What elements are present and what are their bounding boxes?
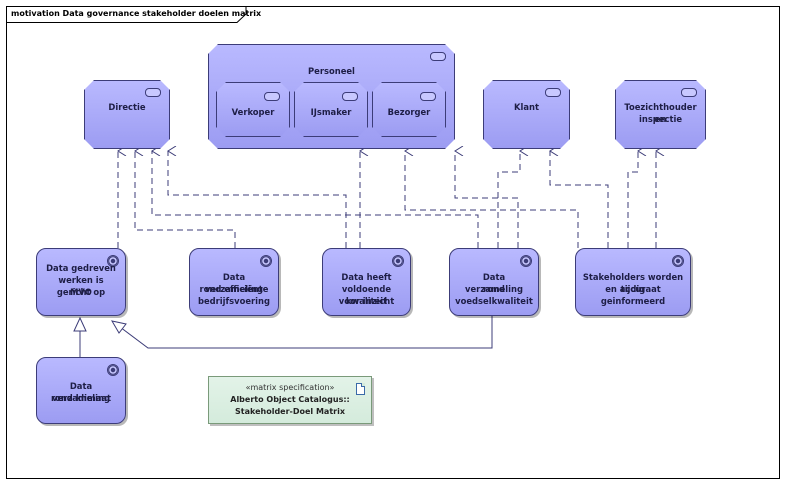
stakeholder-bezorger[interactable]: Bezorger	[372, 82, 446, 137]
goal-label-line1: Data verzameling	[205, 272, 263, 294]
generalization-arrowhead-g6	[73, 316, 87, 332]
goal-label-line1: Data heeft	[341, 272, 392, 282]
document-icon	[356, 383, 365, 395]
stakeholder-icon	[145, 88, 161, 97]
link-g5-personeel	[405, 151, 579, 248]
goal-icon	[672, 255, 684, 267]
note-stereotype: «matrix specification»	[245, 383, 335, 392]
diagram-title: motivation Data governance stakeholder d…	[11, 9, 262, 18]
stakeholder-icon	[430, 52, 446, 61]
stakeholder-toezichthouder[interactable]: Toezichthouder en inspectie	[615, 80, 706, 149]
goal-data-kwaliteit[interactable]: Data heeft voldoende kwaliteit voor inzi…	[322, 248, 411, 316]
link-g5-klant	[550, 151, 609, 248]
link-g5-toezicht	[627, 151, 638, 248]
link-g3-directie	[168, 151, 347, 248]
goal-label-line1: Data gedreven	[46, 263, 116, 273]
stakeholder-icon	[420, 92, 436, 101]
note-title-line1: Alberto Object Catalogus::	[230, 395, 350, 404]
stakeholder-label: Verkoper	[231, 107, 275, 117]
stakeholder-klant[interactable]: Klant	[483, 80, 570, 149]
generalization-g4-g1	[119, 316, 493, 349]
link-g4-personeel	[455, 151, 519, 248]
goal-icon	[392, 255, 404, 267]
goal-icon	[260, 255, 272, 267]
matrix-specification-note[interactable]: «matrix specification» Alberto Object Ca…	[208, 376, 372, 424]
goal-label-line1: Data verzameling	[52, 381, 110, 403]
stakeholder-verkoper[interactable]: Verkoper	[216, 82, 290, 137]
goal-label-line3: voedselkwaliteit	[455, 296, 533, 306]
stakeholder-ijsmaker[interactable]: IJsmaker	[294, 82, 368, 137]
goal-tijdig-geinformeerd[interactable]: Stakeholders worden tijdig en accuraat g…	[575, 248, 691, 316]
goal-label-line2: werken is gericht op	[56, 275, 106, 297]
goal-voedselkwaliteit[interactable]: Data verzameling rond voedselkwaliteit	[449, 248, 539, 316]
note-title-line2: Stakeholder-Doel Matrix	[235, 407, 345, 416]
link-g2-directie	[135, 151, 236, 248]
stakeholder-label-line2: inspectie	[638, 114, 682, 124]
stakeholder-label: Bezorger	[387, 107, 431, 117]
goal-icon	[107, 255, 119, 267]
goal-label-line1: Data verzameling	[465, 272, 523, 294]
stakeholder-label-line1: Toezichthouder en	[624, 102, 697, 124]
goal-label-line3: MVO	[70, 287, 92, 297]
link-g4-directie	[152, 151, 479, 248]
goal-icon	[520, 255, 532, 267]
goal-label-line2: rond efficiënte	[199, 284, 269, 294]
diagram-title-tab	[6, 6, 247, 23]
stakeholder-icon	[342, 92, 358, 101]
stakeholder-directie[interactable]: Directie	[84, 80, 170, 149]
goal-label-line2: voldoende kwaliteit	[341, 284, 392, 306]
goal-label-line1: Stakeholders worden tijdig	[582, 272, 684, 294]
goal-label-line2: rond	[483, 284, 505, 294]
link-g4-klant	[497, 151, 520, 248]
stakeholder-label: Klant	[514, 102, 539, 112]
goal-label-line2: rond klimaat	[50, 393, 112, 403]
goal-label-line3: bedrijfsvoering	[197, 296, 271, 306]
stakeholder-label: IJsmaker	[310, 107, 352, 117]
stakeholder-icon	[545, 88, 561, 97]
stakeholder-label: Personeel	[308, 66, 355, 76]
goal-data-gedreven-mvo[interactable]: Data gedreven werken is gericht op MVO	[36, 248, 126, 316]
generalization-arrowhead-g4	[110, 320, 127, 334]
goal-icon	[107, 364, 119, 376]
goal-efficiente-bedrijfsvoering[interactable]: Data verzameling rond efficiënte bedrijf…	[189, 248, 279, 316]
goal-label-line3: voor inzicht	[338, 296, 395, 306]
goal-klimaat[interactable]: Data verzameling rond klimaat	[36, 357, 126, 424]
stakeholder-icon	[264, 92, 280, 101]
stakeholder-icon	[681, 88, 697, 97]
stakeholder-label: Directie	[108, 102, 146, 112]
goal-label-line2: en accuraat geinformeerd	[600, 284, 666, 306]
